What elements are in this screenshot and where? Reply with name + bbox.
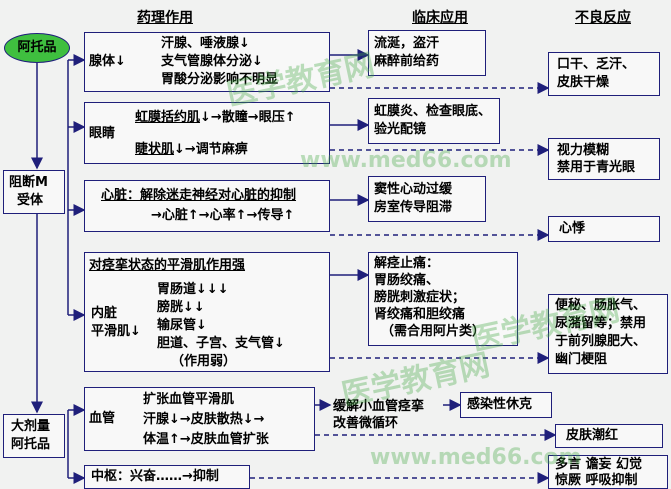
cns-line: 中枢：兴奋……→抑制 — [91, 469, 219, 484]
smooth-title: 对痉挛状态的平滑肌作用强 — [89, 258, 246, 273]
smooth-use-line: 胃肠绞痛、 — [374, 273, 440, 288]
smooth-use-box: 解痉止痛： 胃肠绞痛、 膀胱刺激症状； 肾绞痛和胆绞痛 （需合用阿片类） — [368, 252, 518, 346]
glands-use-line: 流涎，盗汗 — [374, 36, 440, 51]
smooth-use-line: 解痉止痛： — [374, 256, 440, 271]
smooth-use-line: （需合用阿片类） — [381, 324, 486, 339]
heart-use-line: 窦性心动过缓 — [374, 182, 453, 197]
vessel-line: 体温↑→皮肤血管扩张 — [143, 432, 269, 447]
heart-title: 心脏：解除迷走神经对心脏的抑制 — [101, 188, 297, 203]
vessel-effect-line: 改善微循环 — [333, 416, 399, 431]
heart-use-box: 窦性心动过缓 房室传导阻滞 — [368, 176, 486, 222]
eye-label: 眼睛 — [89, 126, 116, 141]
heart-adverse-box: 心悸 — [548, 216, 660, 242]
eye-box: 眼睛 虹膜括约肌↓→散瞳→眼压↑ 睫状肌↓→调节麻痹 — [84, 102, 330, 164]
cns-box: 中枢：兴奋……→抑制 — [84, 465, 250, 489]
vessel-line: 汗腺↓→皮肤散热↓→ — [143, 412, 265, 427]
glands-adverse-line: 皮肤干燥 — [557, 75, 610, 90]
vessel-use-box: 感染性休克 — [460, 392, 552, 418]
heart-use-line: 房室传导阻滞 — [374, 200, 453, 215]
mydriasis: ↓→散瞳→眼压 — [200, 110, 285, 125]
vessel-label: 血管 — [89, 411, 116, 426]
smooth-line: 输尿管↓ — [157, 318, 207, 333]
heart-line: →心脏↑→心率↑→传导↑ — [151, 208, 295, 223]
eye-use-line: 虹膜炎、检查眼底、 — [374, 104, 492, 119]
cns-adverse-line: 多言 谵妄 幻觉 — [555, 457, 643, 472]
high-dose-box: 大剂量 阿托品 — [3, 414, 65, 458]
eye-use-box: 虹膜炎、检查眼底、 验光配镜 — [368, 98, 500, 144]
smooth-adverse-line: 尿潴留等；禁用 — [555, 316, 647, 331]
receptor-box: 阻断M 受体 — [3, 170, 65, 214]
vessel-use-text: 感染性休克 — [467, 397, 533, 412]
vessel-line: 扩张血管平滑肌 — [143, 392, 235, 407]
ciliary-muscle: 睫状肌 — [135, 142, 175, 157]
glands-label: 腺体↓ — [89, 54, 126, 69]
smooth-line: 胃肠道↓↓↓ — [157, 282, 229, 297]
smooth-adverse-line: 幽门梗阻 — [555, 352, 608, 367]
glands-adverse-line: 口干、乏汗、 — [557, 57, 636, 72]
smooth-adverse-line: 于前列腺肥大、 — [555, 334, 647, 349]
glands-line: 汗腺、唾液腺↓ — [161, 36, 250, 51]
smooth-label: 平滑肌↓ — [91, 324, 141, 339]
high-dose-line-1: 大剂量 — [11, 419, 51, 434]
accommodation-paralysis: ↓→调节麻痹 — [174, 142, 248, 157]
cns-adverse-box: 多言 谵妄 幻觉 惊厥 呼吸抑制 — [548, 455, 668, 489]
iris-sphincter: 虹膜括约肌 — [135, 110, 201, 125]
smooth-muscle-box: 对痉挛状态的平滑肌作用强 内脏 平滑肌↓ 胃肠道↓↓↓ 膀胱↓↓ 输尿管↓ 胆道… — [84, 252, 330, 372]
glands-line: 胃酸分泌影响不明显 — [161, 72, 279, 87]
vessel-box: 血管 扩张血管平滑肌 汗腺↓→皮肤散热↓→ 体温↑→皮肤血管扩张 — [84, 387, 315, 451]
smooth-adverse-line: 便秘、肠胀气、 — [555, 298, 647, 313]
eye-use-line: 验光配镜 — [374, 122, 427, 137]
smooth-line: （作用弱） — [171, 354, 237, 369]
pressure-arrow: ↑ — [284, 110, 296, 125]
eye-adverse-line: 禁用于青光眼 — [557, 160, 636, 175]
smooth-use-line: 肾绞痛和胆绞痛 — [374, 307, 466, 322]
header-adverse: 不良反应 — [575, 10, 631, 26]
smooth-use-line: 膀胱刺激症状； — [374, 290, 466, 305]
vessel-effect-line: 缓解小血管痉挛 — [333, 399, 425, 414]
eye-line-2: 睫状肌↓→调节麻痹 — [135, 141, 248, 158]
smooth-line: 膀胱↓↓ — [157, 300, 205, 315]
header-mechanism: 药理作用 — [137, 10, 193, 26]
vessel-adverse-box: 皮肤潮红 — [555, 424, 663, 448]
glands-use-box: 流涎，盗汗 麻醉前给药 — [368, 30, 486, 76]
receptor-line-2: 受体 — [17, 193, 44, 208]
high-dose-line-2: 阿托品 — [11, 437, 51, 452]
glands-line: 支气管腺体分泌↓ — [161, 54, 263, 69]
header-clinical: 临床应用 — [412, 10, 468, 26]
eye-line-1: 虹膜括约肌↓→散瞳→眼压↑ — [135, 109, 296, 126]
smooth-line: 胆道、子宫、支气管↓ — [157, 336, 285, 351]
smooth-label: 内脏 — [91, 306, 118, 321]
heart-adverse-text: 心悸 — [559, 221, 586, 236]
receptor-line-1: 阻断M — [9, 175, 48, 190]
eye-adverse-line: 视力模糊 — [557, 143, 610, 158]
cns-adverse-line: 惊厥 呼吸抑制 — [555, 473, 638, 488]
glands-adverse-box: 口干、乏汗、 皮肤干燥 — [548, 52, 660, 96]
vessel-adverse-text: 皮肤潮红 — [566, 428, 619, 443]
drug-oval: 阿托品 — [4, 33, 70, 63]
glands-box: 腺体↓ 汗腺、唾液腺↓ 支气管腺体分泌↓ 胃酸分泌影响不明显 — [84, 32, 330, 92]
smooth-adverse-box: 便秘、肠胀气、 尿潴留等；禁用 于前列腺肥大、 幽门梗阻 — [548, 294, 668, 374]
heart-box: 心脏：解除迷走神经对心脏的抑制 →心脏↑→心率↑→传导↑ — [84, 180, 330, 232]
glands-use-line: 麻醉前给药 — [374, 54, 440, 69]
eye-adverse-box: 视力模糊 禁用于青光眼 — [548, 138, 660, 180]
